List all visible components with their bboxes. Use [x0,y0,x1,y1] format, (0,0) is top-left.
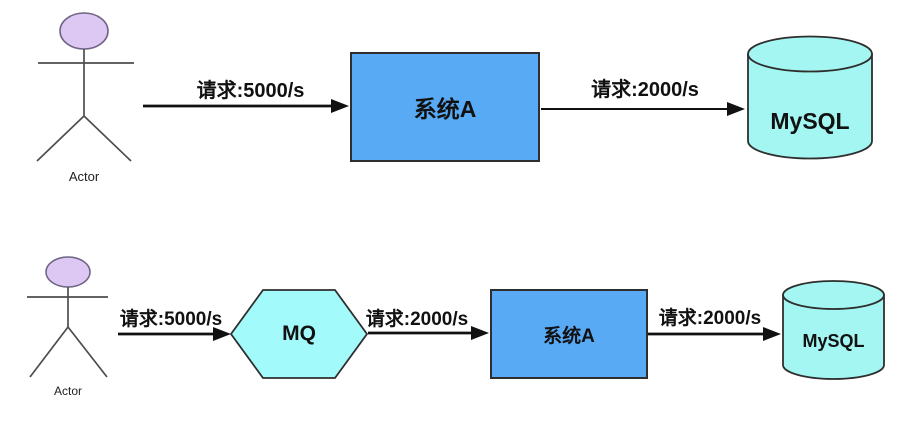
cylinder-top [782,280,885,310]
request-arrow [118,327,231,341]
request-arrow-label: 请求:2000/s [658,308,762,329]
request-arrow-label: 请求:2000/s [365,309,469,330]
mq-label-text: MQ [282,322,316,345]
cylinder-body [747,53,873,160]
system-a-label: 系统A [543,325,595,347]
system-a-node: 系统A [350,52,540,162]
arrowhead-icon [471,326,489,340]
actor-head [59,12,109,50]
request-arrow-label: 请求:2000/s [591,79,699,101]
request-arrow [541,102,745,116]
actor-label: Actor [68,169,100,184]
mysql-label: MySQL [802,331,865,351]
system-a-label: 系统A [413,96,477,122]
request-arrow-label: 请求:5000/s [119,309,223,330]
request-arrow [368,326,489,340]
actor-leg-left [29,326,69,378]
request-arrow [143,99,349,113]
arrowhead-icon [331,99,349,113]
hexagon-shape [229,289,369,379]
actor-figure [36,12,134,162]
mq-label: MQ [229,288,369,380]
request-arrow [648,327,781,341]
actor-leg-right [83,115,132,162]
cylinder-top [747,35,873,73]
actor-label: Actor [53,384,82,398]
actor-head [45,256,91,288]
mysql-node [747,35,873,160]
mq-node [229,289,369,379]
arrowhead-icon [213,327,231,341]
arrowhead-icon [763,327,781,341]
request-arrow-label: 请求:5000/s [196,80,305,102]
actor-leg-left [36,115,85,162]
mysql-node [782,280,885,380]
system-a-node: 系统A [490,289,648,379]
actor-leg-right [67,326,108,378]
actor-figure [27,256,108,378]
arrowhead-icon [727,102,745,116]
cylinder-body [782,294,885,380]
mysql-label: MySQL [770,108,850,134]
